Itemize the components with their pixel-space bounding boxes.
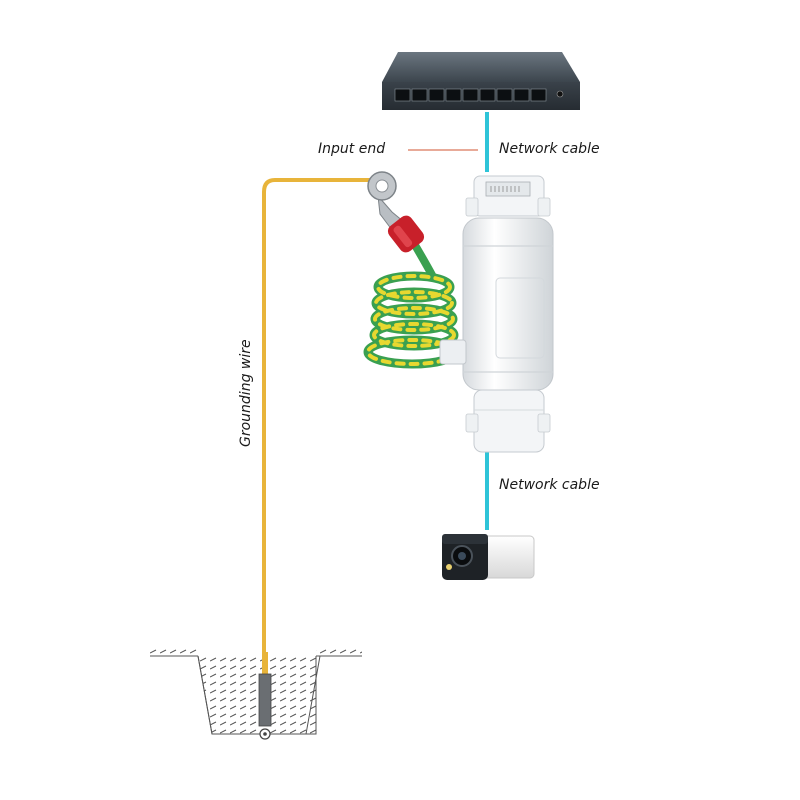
network-cable-top-label: Network cable	[499, 141, 600, 157]
ground-rod-icon	[258, 652, 272, 740]
network-cable-bottom-label: Network cable	[499, 477, 600, 493]
surge-protector-icon	[439, 175, 554, 453]
security-camera-icon	[442, 534, 535, 580]
grounding-wire-label: Grounding wire	[238, 339, 254, 447]
network-switch-icon	[382, 52, 580, 110]
ring-terminal-icon	[367, 171, 425, 253]
ground-soil-icon	[150, 646, 362, 735]
input-end-label: Input end	[318, 141, 386, 157]
grounding-wire-line	[262, 178, 376, 660]
